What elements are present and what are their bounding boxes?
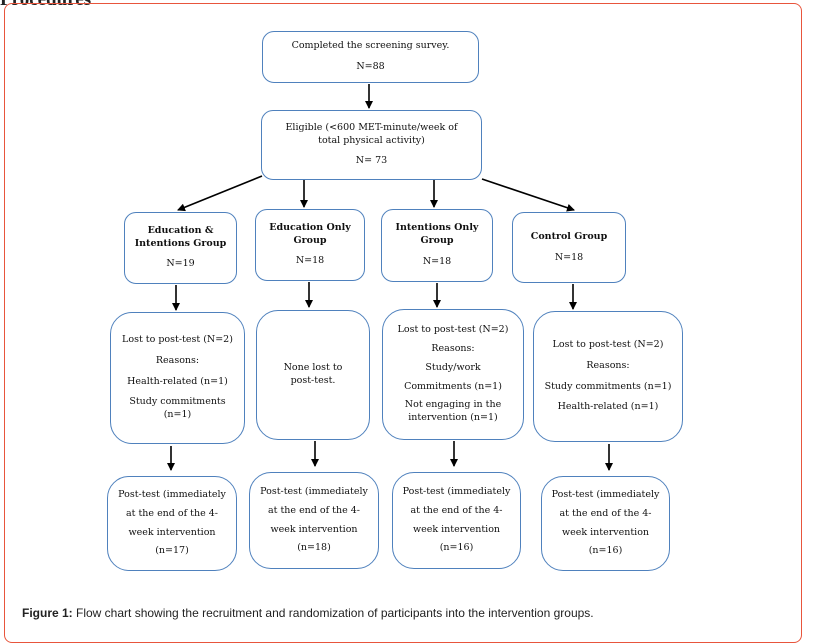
- group-ei-title: Education & Intentions Group: [134, 224, 227, 249]
- group-cg-title: Control Group: [530, 230, 608, 242]
- post-cg-line: week intervention: [561, 526, 650, 538]
- figure-caption-text: Flow chart showing the recruitment and r…: [76, 606, 594, 620]
- node-post-control: Post-test (immediately at the end of the…: [541, 476, 670, 571]
- post-eo-line: week intervention: [270, 523, 358, 535]
- lost-ei-reasons: Reasons:: [155, 354, 200, 366]
- lost-io-reason: Commitments (n=1): [404, 380, 502, 392]
- node-lost-education-intentions: Lost to post-test (N=2) Reasons: Health-…: [110, 312, 245, 444]
- node-group-education-intentions: Education & Intentions Group N=19: [124, 212, 237, 284]
- node-lost-intentions-only: Lost to post-test (N=2) Reasons: Study/w…: [382, 309, 524, 440]
- group-eo-count: N=18: [295, 255, 325, 267]
- post-eo-line: Post-test (immediately: [260, 485, 368, 497]
- post-cg-count: (n=16): [588, 545, 623, 557]
- node-eligible: Eligible (<600 MET-minute/week of total …: [261, 110, 482, 180]
- lost-cg-line: Lost to post-test (N=2): [552, 338, 664, 350]
- figure-caption-label: Figure 1:: [22, 606, 73, 620]
- arrow-eligible-to-group-ei: [177, 175, 263, 212]
- group-ei-count: N=19: [166, 258, 195, 270]
- lost-io-line: Lost to post-test (N=2): [397, 324, 509, 336]
- node-post-intentions-only: Post-test (immediately at the end of the…: [392, 472, 521, 569]
- post-io-line: Post-test (immediately: [402, 485, 511, 497]
- lost-cg-reason: Study commitments (n=1): [544, 380, 672, 392]
- lost-cg-reason: Health-related (n=1): [557, 401, 659, 413]
- lost-io-reason: Not engaging in the intervention (n=1): [404, 399, 502, 424]
- group-io-title: Intentions Only Group: [395, 222, 479, 247]
- group-cg-count: N=18: [554, 251, 584, 263]
- figure-caption: Figure 1: Flow chart showing the recruit…: [22, 606, 594, 620]
- node-screening-label: Completed the screening survey.: [291, 40, 450, 52]
- post-ei-line: week intervention: [128, 526, 216, 538]
- lost-cg-reasons: Reasons:: [586, 359, 630, 371]
- lost-eo-line: None lost to post-test.: [283, 362, 343, 386]
- node-eligible-count: N= 73: [355, 155, 388, 167]
- group-io-count: N=18: [422, 255, 452, 267]
- node-lost-education-only: None lost to post-test.: [256, 310, 370, 440]
- node-group-intentions-only: Intentions Only Group N=18: [381, 209, 493, 282]
- post-ei-line: Post-test (immediately: [118, 488, 226, 500]
- post-cg-line: Post-test (immediately: [551, 488, 660, 500]
- lost-ei-reason: Health-related (n=1): [127, 375, 228, 387]
- arrow-eligible-to-group-cg: [481, 178, 575, 212]
- post-eo-count: (n=18): [297, 542, 331, 554]
- lost-ei-reason: Study commitments (n=1): [129, 396, 226, 421]
- post-ei-line: at the end of the 4-: [125, 507, 218, 519]
- node-post-education-intentions: Post-test (immediately at the end of the…: [107, 476, 237, 571]
- node-group-control: Control Group N=18: [512, 212, 626, 283]
- lost-io-reason: Study/work: [425, 361, 481, 373]
- post-cg-line: at the end of the 4-: [559, 507, 652, 519]
- section-heading-fragment: Procedures: [0, 0, 91, 11]
- node-screening-count: N=88: [356, 61, 385, 72]
- post-io-count: (n=16): [439, 542, 474, 554]
- node-eligible-label: Eligible (<600 MET-minute/week of total …: [285, 121, 458, 146]
- post-io-line: at the end of the 4-: [410, 504, 503, 516]
- node-lost-control: Lost to post-test (N=2) Reasons: Study c…: [533, 311, 683, 442]
- post-ei-count: (n=17): [155, 545, 189, 557]
- post-eo-line: at the end of the 4-: [267, 504, 360, 516]
- lost-io-reasons: Reasons:: [431, 342, 475, 354]
- node-screening: Completed the screening survey. N=88: [262, 31, 479, 83]
- post-io-line: week intervention: [412, 523, 501, 535]
- node-group-education-only: Education Only Group N=18: [255, 209, 365, 281]
- lost-ei-line: Lost to post-test (N=2): [122, 333, 233, 345]
- node-post-education-only: Post-test (immediately at the end of the…: [249, 472, 379, 569]
- group-eo-title: Education Only Group: [269, 221, 351, 246]
